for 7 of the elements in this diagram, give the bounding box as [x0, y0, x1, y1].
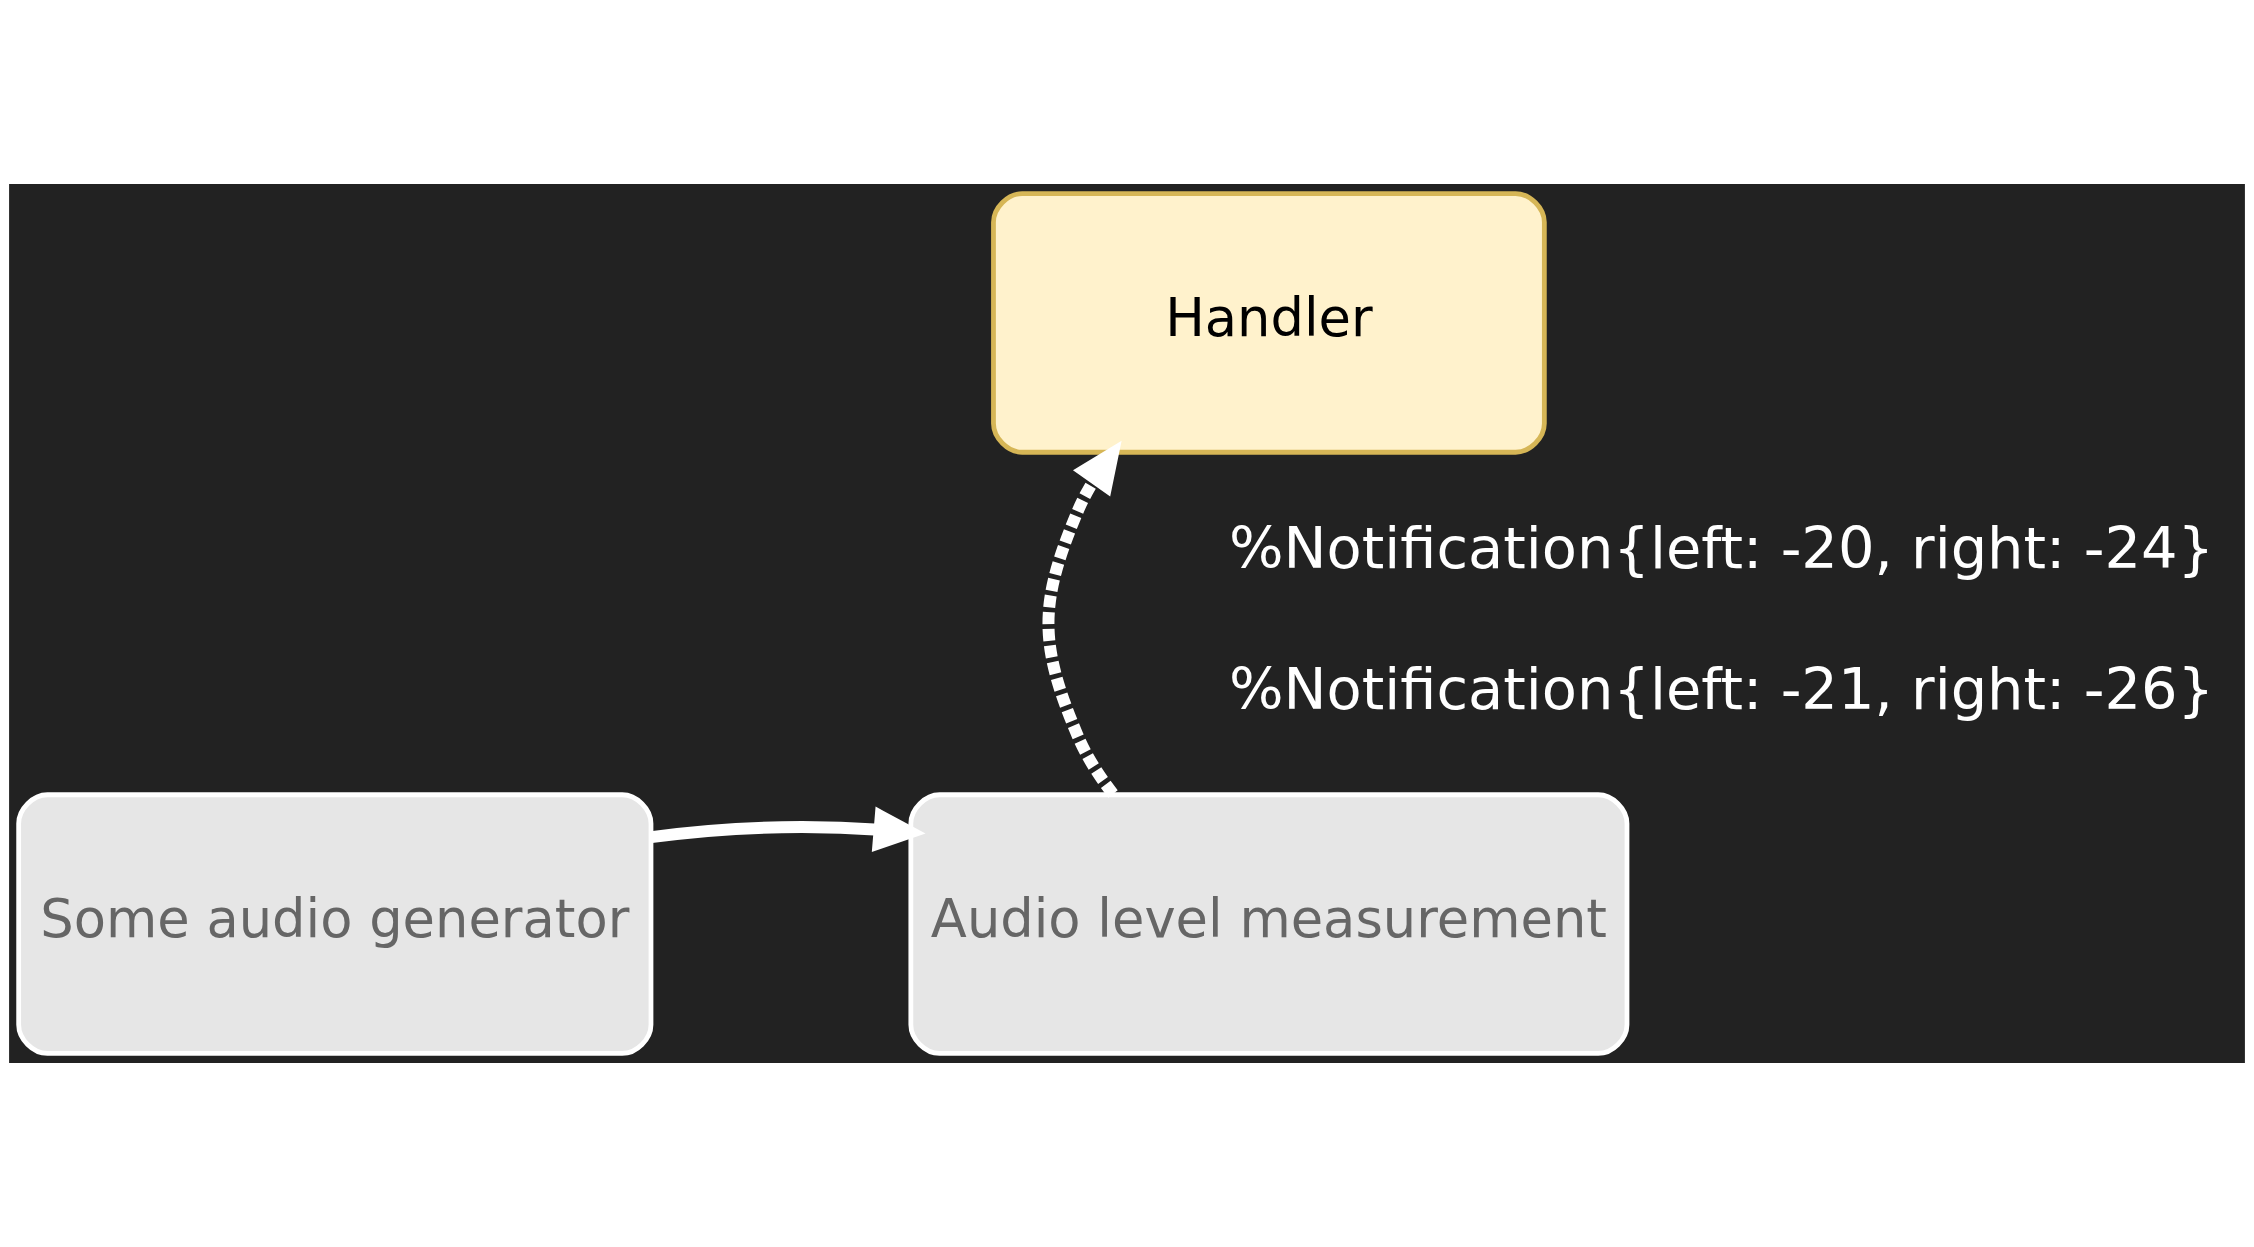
node-box: Handler — [991, 191, 1547, 455]
node-box: Audio level measurement — [908, 792, 1630, 1056]
arrow — [650, 806, 926, 852]
node-box: Some audio generator — [16, 792, 654, 1056]
label: %Notification{left: -21, right: -26} — [1229, 656, 2215, 723]
label: %Notification{left: -20, right: -24} — [1229, 514, 2215, 582]
arrow — [1042, 440, 1122, 798]
